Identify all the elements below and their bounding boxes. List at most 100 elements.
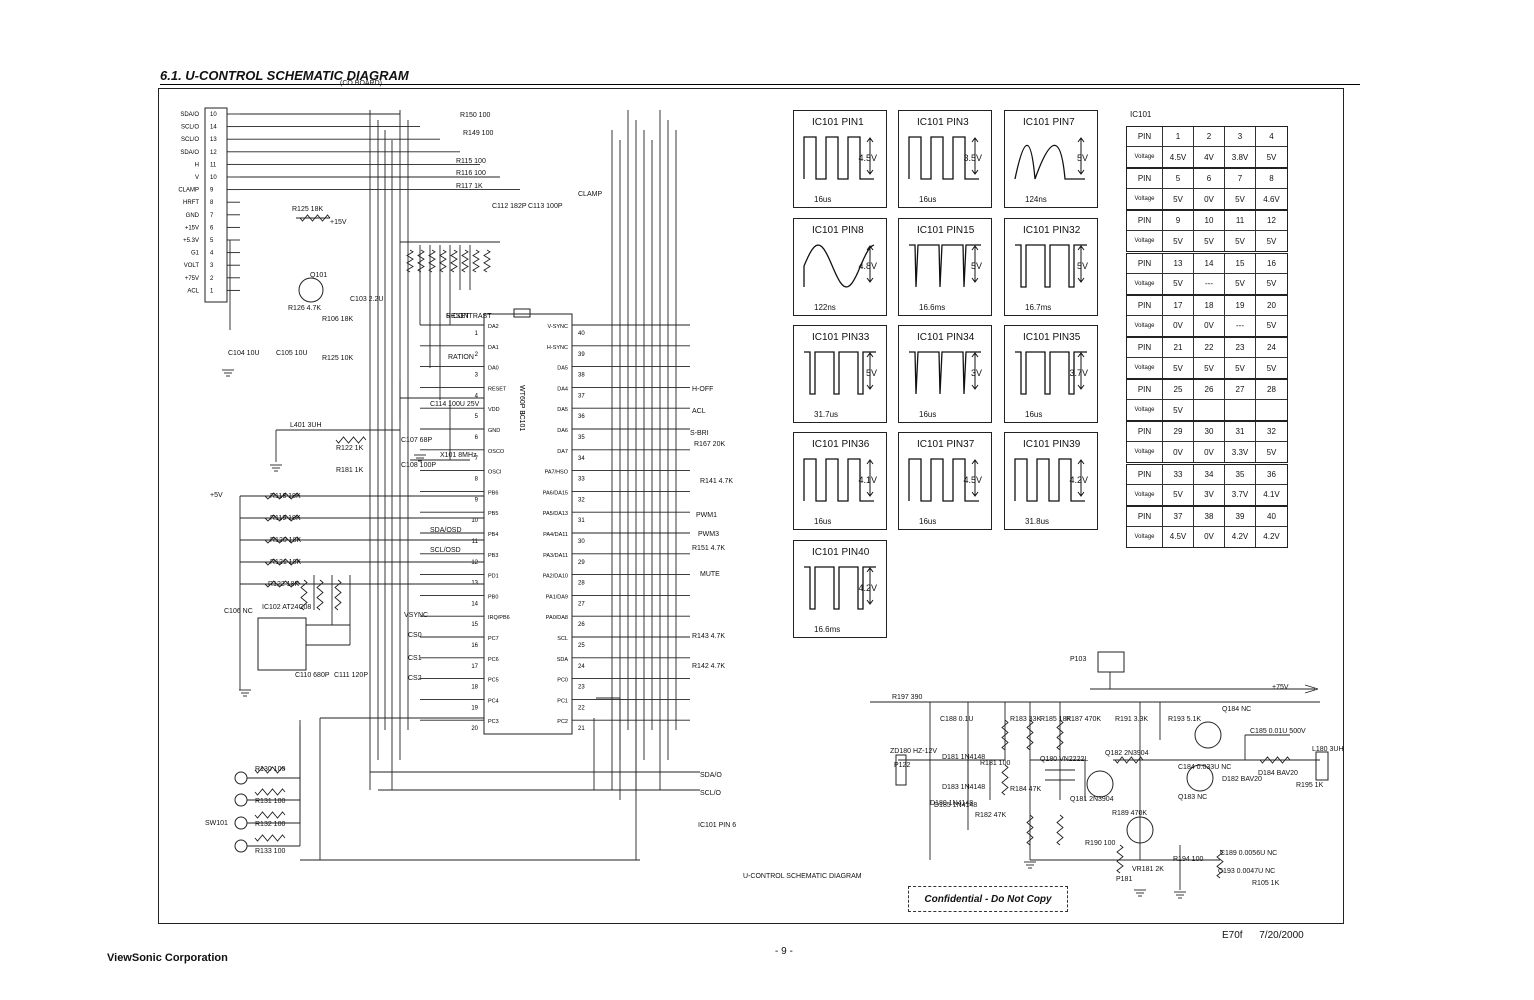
table-pin-header: PIN	[1127, 211, 1163, 232]
ic-pin-number: 19	[471, 705, 478, 711]
waveform-amplitude: 5V	[1076, 261, 1088, 271]
table-voltage-value: 3V	[1194, 484, 1225, 505]
waveform-amplitude: 3.5V	[963, 153, 982, 163]
table-pin-number: 17	[1163, 295, 1194, 316]
component-label: C111 120P	[334, 672, 368, 679]
connector-pin-name: ACL	[187, 288, 199, 294]
waveform-line	[803, 244, 875, 288]
ic-pin-number: 7	[475, 456, 479, 462]
component-label: C188 0.1U	[940, 716, 974, 723]
component-label: R133 100	[255, 848, 286, 855]
component-label: Q101	[310, 272, 328, 279]
amplitude-arrow	[866, 352, 874, 390]
resistor	[264, 580, 301, 588]
resistor	[300, 579, 308, 611]
ic-pin-number: 36	[578, 414, 585, 420]
waveform-line	[1015, 244, 1087, 288]
component-label: R182 47K	[975, 812, 1007, 819]
table-pin-number: 36	[1256, 465, 1287, 485]
component-label: R183 33K	[1010, 716, 1042, 723]
waveform-line	[1014, 458, 1085, 502]
waveform-amplitude: 4.2V	[1069, 475, 1088, 485]
ic-pin-name: H-SYNC	[547, 345, 568, 351]
table-pin-number: 11	[1225, 211, 1256, 232]
ic-pin-number: 37	[578, 393, 585, 399]
ic-pin-name: PB5	[488, 511, 498, 517]
waveform-title: IC101 PIN34	[917, 332, 975, 343]
ic-pin-name: V-SYNC	[548, 324, 569, 330]
component-label: MUTE	[700, 571, 720, 578]
resistor	[299, 214, 331, 222]
ic-pin-name: PA6/DA15	[543, 490, 568, 496]
connector-pin-number: 4	[210, 251, 214, 257]
ic-pin-number: 14	[471, 601, 478, 607]
table-pin-number: 34	[1194, 464, 1225, 485]
table-voltage-value: 5V	[1266, 236, 1277, 246]
connector-pin-number: 2	[210, 276, 214, 282]
switch	[234, 816, 248, 830]
table-pin-number: 31	[1225, 422, 1256, 443]
waveform-period: 16us	[814, 517, 832, 526]
connector-pin-name: SCL/O	[181, 137, 199, 143]
table-pin-header: PIN	[1127, 380, 1163, 401]
table-pin-header: PIN	[1127, 506, 1163, 527]
component-label: L180 3UH	[1312, 746, 1344, 753]
waveform-trace	[803, 458, 874, 502]
waveform-period: 16.6ms	[814, 625, 841, 634]
table-pin-number: 10	[1194, 211, 1225, 232]
eeprom-ic102	[257, 617, 307, 671]
table-voltage-value: 5V	[1266, 447, 1277, 457]
component-label: R195 1K	[1296, 782, 1324, 789]
ic-pin-name: DA7	[557, 449, 568, 455]
ic-pin-number: 20	[471, 726, 478, 732]
ic-pin-number: 9	[475, 497, 479, 503]
ic-pin-number: 25	[578, 643, 585, 649]
connector-pin-number: 7	[210, 213, 214, 219]
table-pin-number: 26	[1194, 380, 1225, 401]
component-label: R115 100	[456, 158, 486, 165]
waveform-trace	[909, 351, 981, 395]
component-label: C185 0.01U 500V	[1250, 728, 1306, 735]
waveform-period: 16us	[919, 517, 937, 526]
amplitude-arrow	[1077, 459, 1085, 497]
ic-pin-name: PA0/DA8	[546, 615, 568, 621]
ic-pin-number: 31	[578, 518, 585, 524]
waveform-line	[803, 458, 874, 502]
connector-pin-name: +5.3V	[183, 238, 199, 244]
ic-pin-number: 39	[578, 352, 585, 358]
table-pin-number: 6	[1194, 169, 1225, 190]
component-label: R131 100	[255, 798, 286, 805]
component-label: R122 1K	[336, 445, 364, 452]
component-label: R181 100	[980, 760, 1011, 767]
table-pin-number: 28	[1256, 380, 1287, 401]
table-voltage-header: Voltage	[1127, 358, 1163, 378]
connector-p181	[1097, 651, 1125, 673]
waveform-amplitude: 4.2V	[858, 583, 877, 593]
wire	[1304, 688, 1319, 694]
component-label: Q180 VN2222L	[1040, 756, 1089, 763]
table-voltage-header: Voltage	[1127, 189, 1163, 210]
amplitude-arrow	[866, 459, 874, 497]
component-label: SW101	[205, 820, 228, 827]
switch	[234, 771, 248, 785]
waveform-period: 16.7ms	[1025, 303, 1052, 312]
table-voltage-header: Voltage	[1127, 526, 1163, 547]
ic-pin-number: 16	[471, 643, 478, 649]
ic-pin-name: PB3	[488, 553, 498, 559]
component-label: R142 4.7K	[692, 663, 726, 670]
component-label: D183 1N4148	[942, 784, 986, 791]
model-name: E70f	[1222, 930, 1243, 941]
voltage-table-ic-label: IC101	[1130, 110, 1152, 119]
model-date: E70f 7/20/2000	[1222, 930, 1304, 941]
ic-pin-name: PA1/DA9	[546, 594, 568, 600]
ic-pin-name: PC1	[557, 698, 568, 704]
connector-pin-name: VOLT	[184, 263, 200, 269]
page-number: - 9 -	[775, 946, 793, 957]
waveform-title: IC101 PIN15	[917, 225, 975, 236]
resistor	[264, 558, 301, 566]
connector-pin-name: GND	[186, 213, 200, 219]
component-label: L401 3UH	[290, 422, 322, 429]
waveform-trace	[908, 136, 979, 180]
